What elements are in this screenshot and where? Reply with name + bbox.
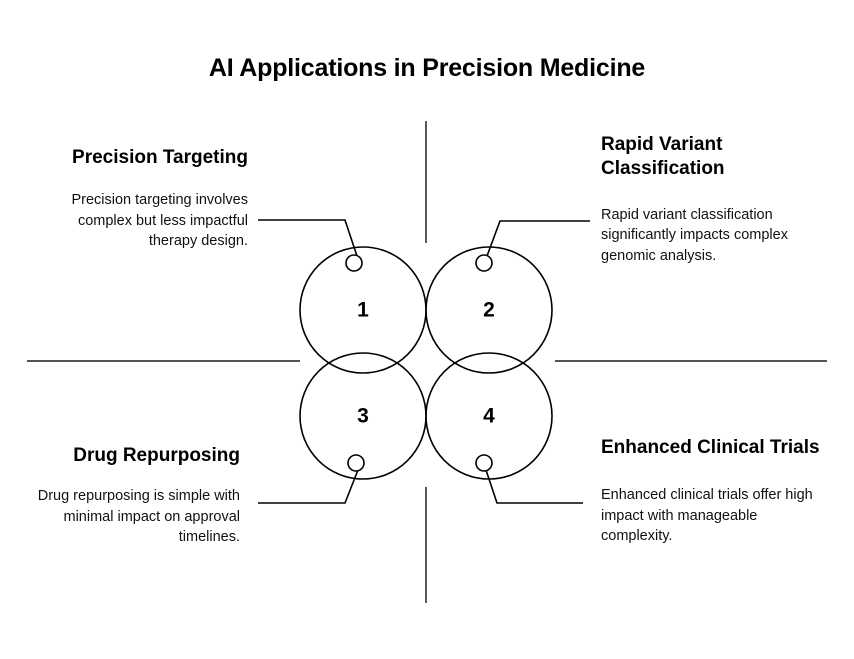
circle-number-1: 1 xyxy=(357,299,369,322)
circle-2[interactable] xyxy=(425,246,553,374)
connector-line-1 xyxy=(258,219,358,257)
connector-line-3 xyxy=(258,469,359,504)
quadrant-block-enhanced-clinical-trials: Enhanced Clinical Trials Enhanced clinic… xyxy=(601,436,823,547)
circle-4[interactable] xyxy=(425,352,553,480)
ring-marker-4 xyxy=(475,454,493,472)
page-title: AI Applications in Precision Medicine xyxy=(208,54,646,82)
quadrant-block-rapid-variant-classification: Rapid Variant Classification Rapid varia… xyxy=(601,133,826,266)
quadrant-description-2: Rapid variant classification significant… xyxy=(601,206,788,264)
quadrant-description-1: Precision targeting involves complex but… xyxy=(71,192,248,250)
quadrant-block-precision-targeting: Precision Targeting Precision targeting … xyxy=(40,146,248,252)
ring-marker-3 xyxy=(347,454,365,472)
circle-number-3: 3 xyxy=(357,405,369,428)
circle-number-4: 4 xyxy=(483,405,495,428)
quadrant-title-3: Drug Repurposing xyxy=(73,445,240,466)
quadrant-title-2: Rapid Variant Classification xyxy=(601,134,725,180)
connector-line-4 xyxy=(485,469,583,504)
quadrant-description-3: Drug repurposing is simple with minimal … xyxy=(37,488,240,546)
quadrant-title-1: Precision Targeting xyxy=(72,147,248,168)
quadrant-title-4: Enhanced Clinical Trials xyxy=(601,437,820,458)
connector-line-2 xyxy=(486,220,590,257)
quadrant-description-4: Enhanced clinical trials offer high impa… xyxy=(601,487,813,545)
quadrant-block-drug-repurposing: Drug Repurposing Drug repurposing is sim… xyxy=(28,444,240,548)
ring-marker-2 xyxy=(475,254,493,272)
ring-marker-1 xyxy=(345,254,363,272)
circle-number-2: 2 xyxy=(483,299,495,322)
